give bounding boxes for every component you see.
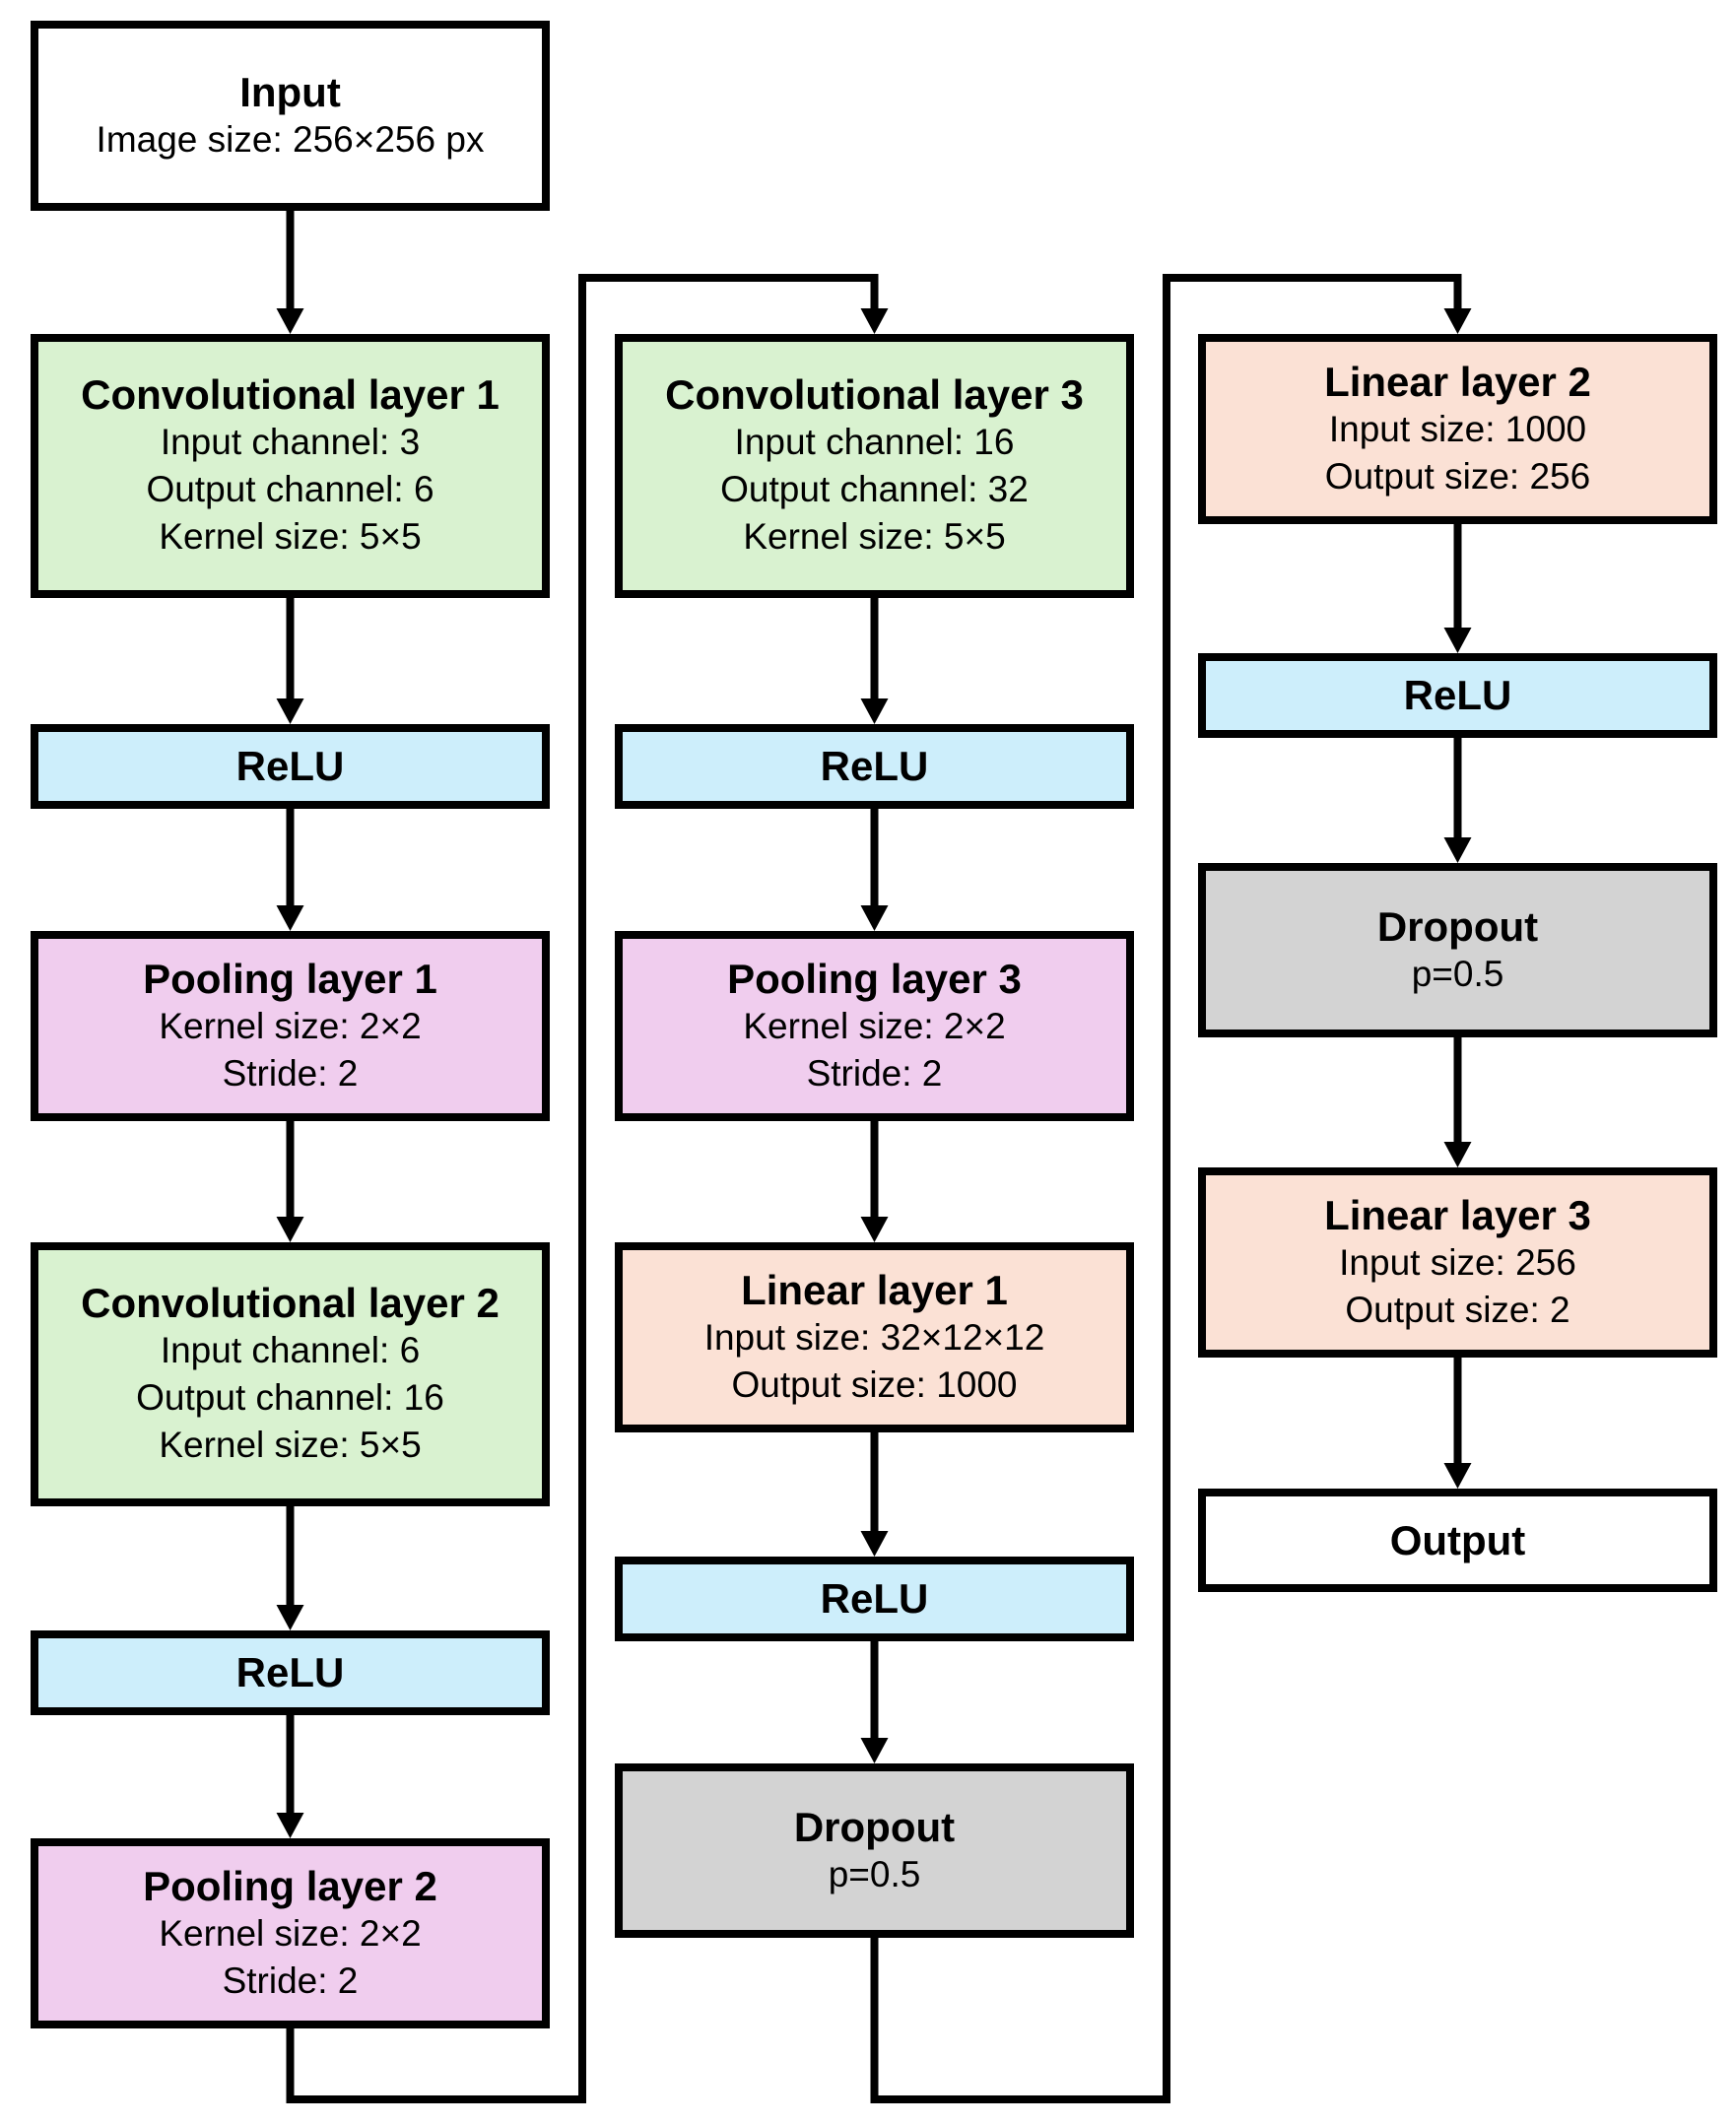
node-detail: Kernel size: 5×5 (159, 1425, 422, 1465)
node-title: Pooling layer 3 (727, 955, 1022, 1002)
node-title: Convolutional layer 3 (665, 371, 1084, 418)
arrowhead (860, 905, 889, 931)
node-detail: Input size: 1000 (1328, 408, 1587, 449)
arrowhead (276, 905, 304, 931)
node-title: ReLU (1403, 672, 1512, 718)
node-detail: Output size: 1000 (731, 1363, 1018, 1405)
node-detail: Output size: 2 (1345, 1289, 1570, 1330)
node-title: Input (239, 68, 341, 115)
arrowhead (276, 1813, 304, 1838)
node-title: Output (1389, 1516, 1526, 1563)
node-detail: Input channel: 16 (734, 422, 1015, 462)
node-title: ReLU (820, 1575, 929, 1622)
node-title: Dropout (1376, 902, 1539, 950)
node-title: Dropout (793, 1803, 956, 1850)
node-detail: Image size: 256×256 px (96, 118, 485, 160)
node-title: Pooling layer 2 (143, 1862, 437, 1909)
node-output: Output (1198, 1489, 1717, 1592)
column-wrap-connector (870, 274, 1462, 2103)
node-detail: p=0.5 (1411, 953, 1504, 994)
node-detail: Input size: 32×12×12 (703, 1316, 1045, 1358)
node-relu3: ReLU (615, 724, 1134, 809)
arrowhead (1443, 308, 1472, 334)
node-title: Convolutional layer 1 (81, 371, 500, 418)
node-detail: Output channel: 16 (136, 1377, 444, 1418)
arrowhead (860, 698, 889, 724)
node-detail: Stride: 2 (222, 1959, 359, 2001)
node-detail: Output channel: 32 (720, 469, 1029, 509)
column-wrap-connector (286, 274, 879, 2103)
node-detail: Kernel size: 2×2 (743, 1005, 1006, 1046)
node-relu4: ReLU (615, 1557, 1134, 1641)
arrowhead (276, 308, 304, 334)
node-title: ReLU (820, 743, 929, 789)
arrowhead (860, 1738, 889, 1763)
node-detail: Kernel size: 2×2 (159, 1005, 422, 1046)
node-detail: Input size: 256 (1339, 1241, 1576, 1283)
node-detail: Kernel size: 5×5 (743, 516, 1006, 557)
node-relu5: ReLU (1198, 653, 1717, 738)
node-detail: Stride: 2 (222, 1052, 359, 1094)
arrowhead (1443, 1142, 1472, 1167)
node-title: Convolutional layer 2 (81, 1280, 500, 1326)
arrowhead (1443, 837, 1472, 863)
arrowhead (276, 1217, 304, 1242)
node-title: Pooling layer 1 (143, 955, 437, 1002)
node-detail: Kernel size: 2×2 (159, 1912, 422, 1954)
node-relu2: ReLU (31, 1630, 550, 1715)
node-title: Linear layer 3 (1324, 1191, 1591, 1238)
node-detail: p=0.5 (828, 1853, 921, 1894)
node-detail: Kernel size: 5×5 (159, 516, 422, 557)
arrowhead (860, 1531, 889, 1557)
node-relu1: ReLU (31, 724, 550, 809)
node-detail: Stride: 2 (806, 1052, 943, 1094)
node-title: Linear layer 1 (741, 1266, 1008, 1313)
arrowhead (860, 1217, 889, 1242)
arrowhead (860, 308, 889, 334)
arrowhead (1443, 628, 1472, 653)
node-detail: Output channel: 6 (146, 469, 434, 509)
arrowhead (276, 1605, 304, 1630)
node-detail: Input channel: 3 (160, 422, 421, 462)
node-title: ReLU (235, 1649, 345, 1695)
node-title: Linear layer 2 (1324, 358, 1591, 405)
arrowhead (1443, 1463, 1472, 1489)
node-detail: Output size: 256 (1324, 455, 1591, 497)
node-detail: Input channel: 6 (160, 1330, 421, 1370)
node-title: ReLU (235, 743, 345, 789)
arrowhead (276, 698, 304, 724)
